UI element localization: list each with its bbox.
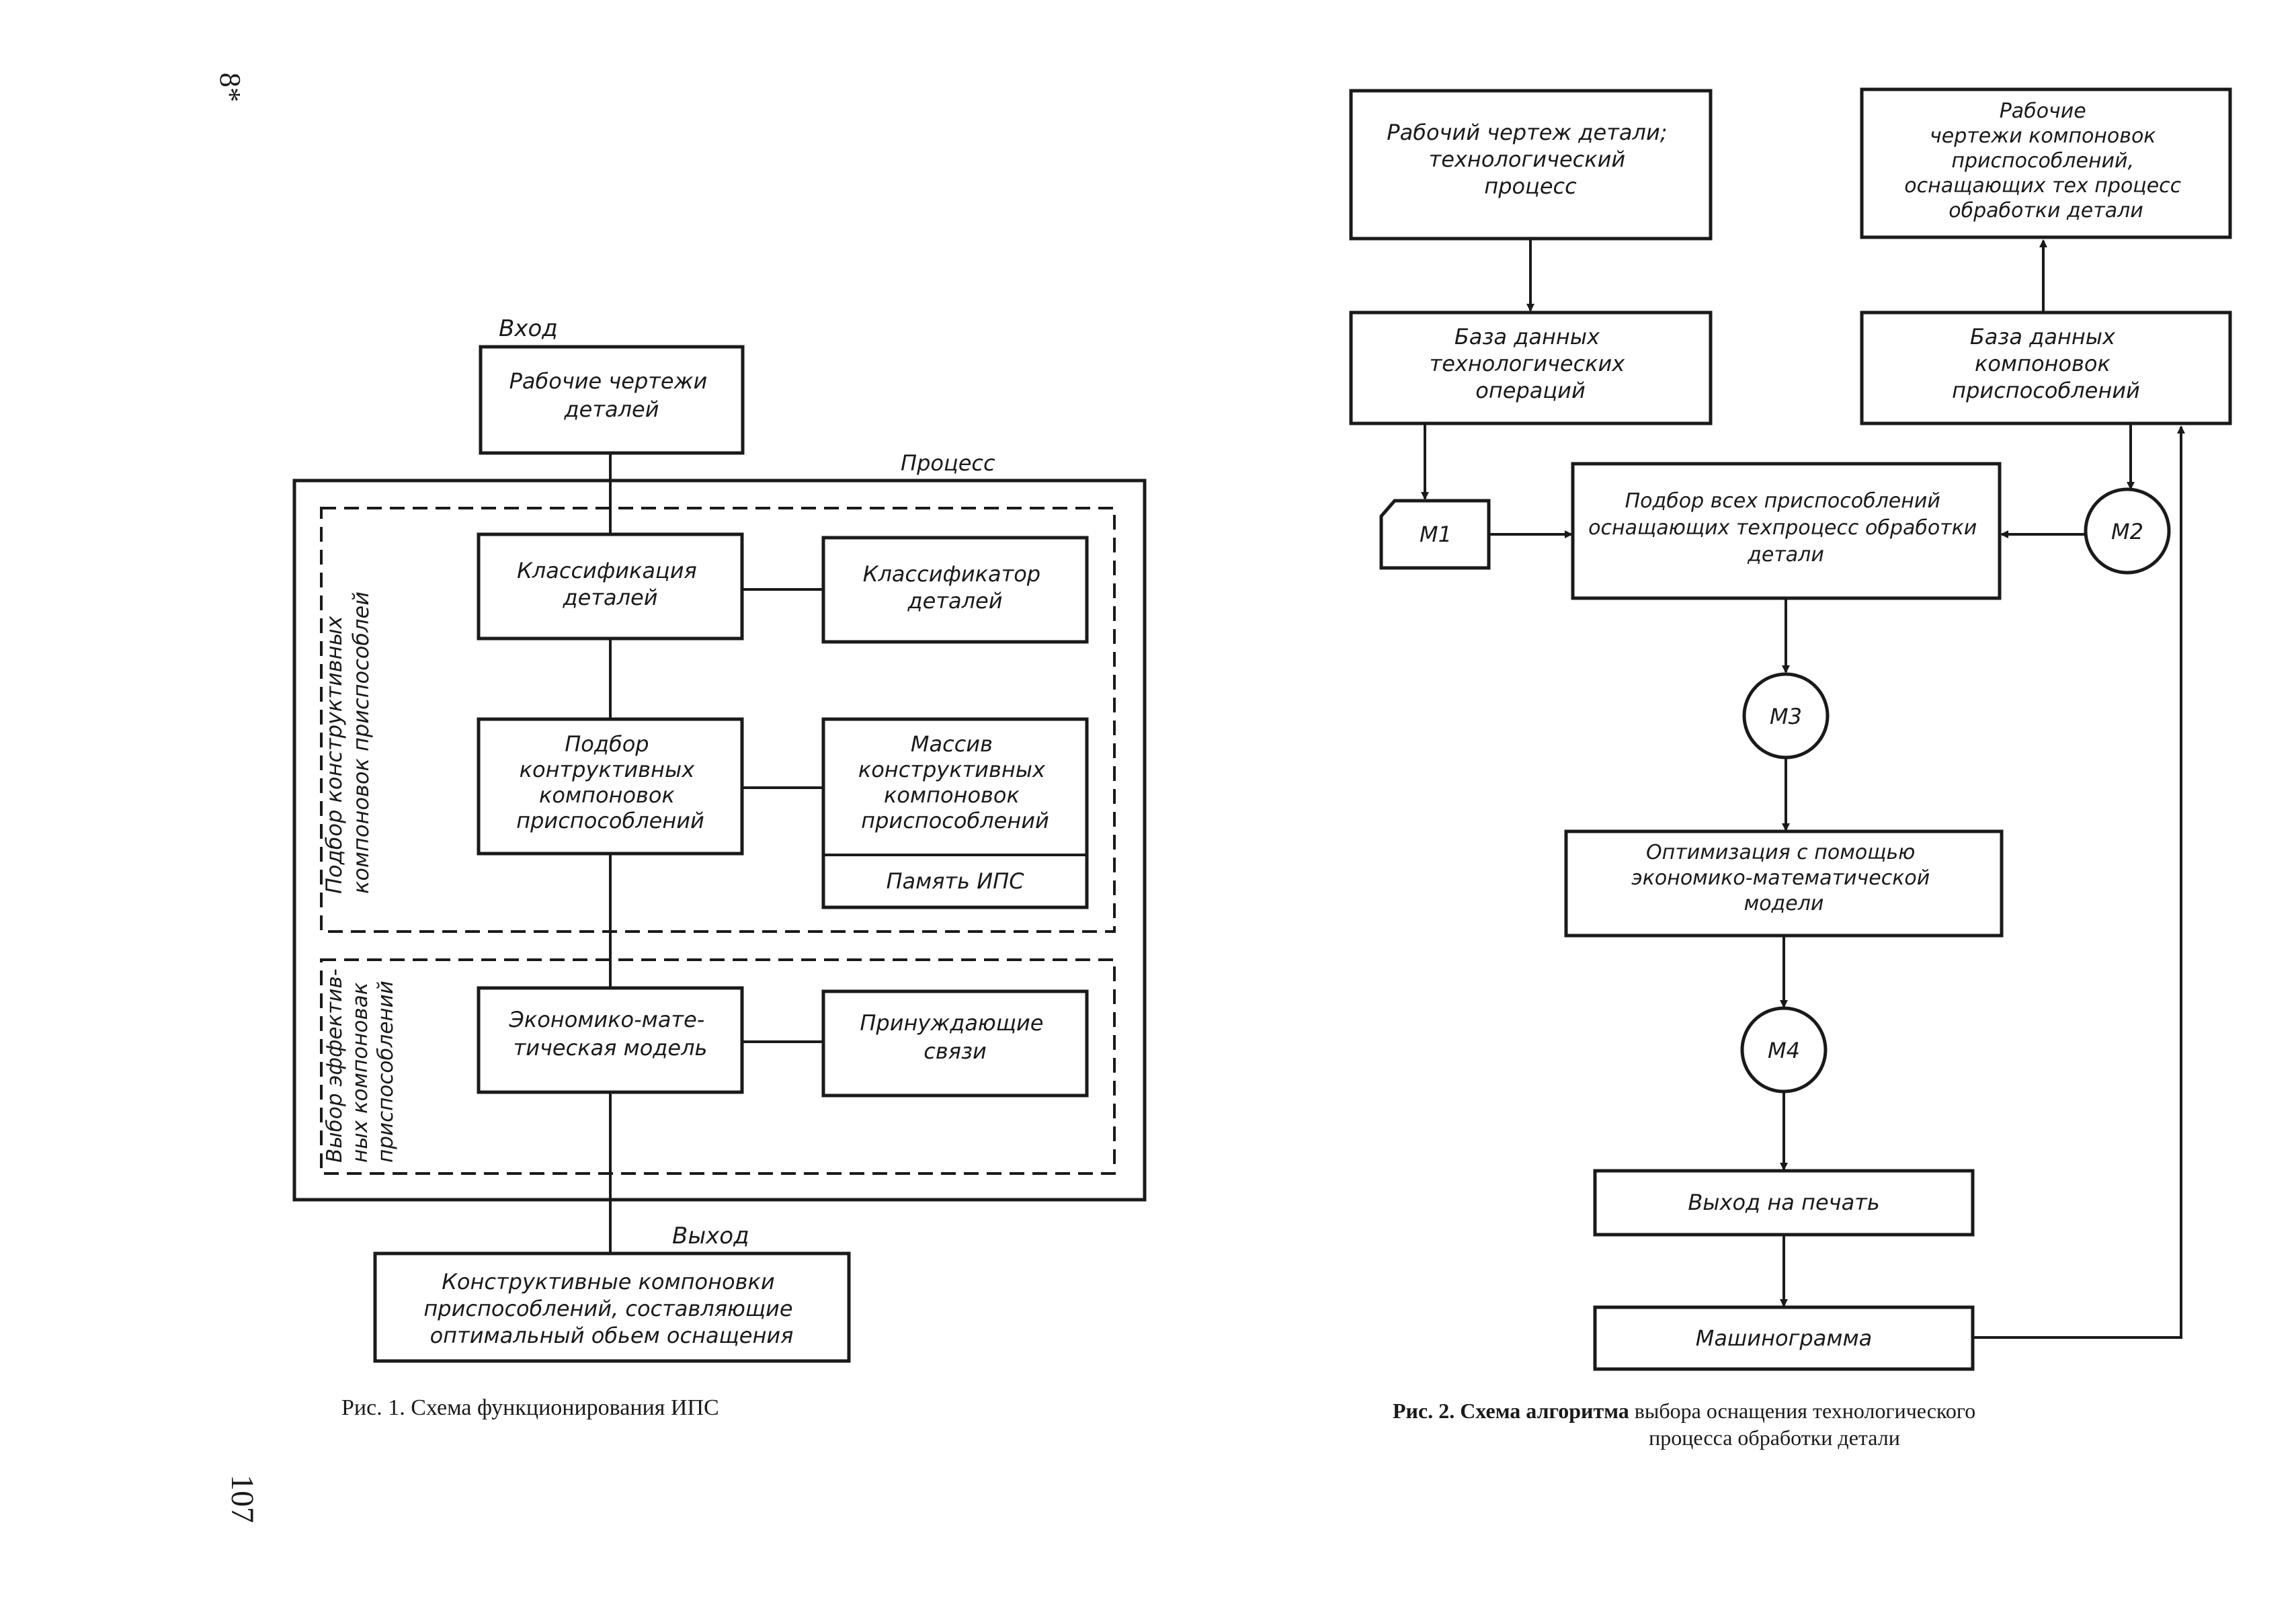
fig2-db-operations-box	[1349, 311, 1713, 425]
fig1-process-frame	[292, 479, 1147, 1202]
fig1-classification-text: Классификация деталей	[517, 558, 704, 610]
fig2-layout-drawings-text: Рабочие чертежи компоновок приспособлени…	[1904, 99, 2187, 222]
corner-mark: 8*	[214, 73, 247, 102]
fig2-m3-text: М3	[1770, 704, 1802, 729]
fig2-machinogram-text: Машинограмма	[1696, 1325, 1872, 1351]
fig2-db-layouts-text: База данных компоновок приспособлений	[1952, 324, 2140, 403]
fig1-constraints-box	[821, 989, 1089, 1098]
fig1-output-box	[373, 1251, 851, 1363]
fig2-drawing-text: Рабочий чертеж детали; технологический п…	[1387, 120, 1674, 199]
fig1-constraints-text: Принуждающие связи	[860, 1010, 1050, 1064]
fig1-group2-frame	[320, 958, 1116, 1175]
fig1-group2-label: Выбор эффектив- ных компоновак приспособ…	[323, 962, 398, 1163]
fig2-caption-line1: Рис. 2. Схема алгоритма выбора оснащения…	[1393, 1399, 1975, 1423]
fig2-feedback-line	[1973, 425, 2185, 1339]
fig1-group1-label: Подбор конструктивных компоновок приспос…	[321, 591, 374, 894]
fig2-selection-all-text: Подбор всех приспособлений оснащающих те…	[1588, 489, 1983, 567]
fig1-process-label: Процесс	[901, 450, 995, 476]
fig1-selection-box	[477, 717, 744, 856]
fig1-group1-frame	[320, 507, 1116, 933]
fig1-econ-model-text: Экономико-мате- тическая модель	[509, 1007, 712, 1061]
fig1-econ-model-box	[477, 986, 744, 1094]
fig1-selection-text: Подбор контруктивных компоновок приспосо…	[516, 731, 704, 833]
fig1-array-text: Массив конструктивных компоновок приспос…	[858, 731, 1052, 833]
page-number: 107	[224, 1475, 260, 1523]
fig2-db-operations-text: База данных технологических операций	[1430, 324, 1632, 403]
fig1-classification-box	[477, 532, 744, 641]
fig2-layout-drawings-box	[1860, 87, 2232, 239]
fig2-m2-text: М2	[2111, 519, 2143, 544]
fig2-m1-card	[1379, 499, 1491, 570]
fig1-input-label: Вход	[499, 315, 558, 342]
figure-1: Вход Рабочие чертежи деталей Процесс Под…	[292, 315, 1147, 1420]
fig2-m2-circle	[2084, 487, 2171, 575]
fig1-output-label: Выход	[672, 1223, 749, 1249]
fig2-optimization-text: Оптимизация с помощью экономико-математи…	[1631, 841, 1936, 915]
fig1-output-text: Конструктивные компоновки приспособлений…	[423, 1269, 799, 1348]
fig1-memory-text: Память ИПС	[886, 868, 1024, 894]
fig2-m1-text: М1	[1420, 522, 1452, 547]
fig1-array-box	[821, 717, 1089, 909]
fig1-input-box-text: Рабочие чертежи деталей	[509, 368, 714, 422]
figure-2: Рабочий чертеж детали; технологический п…	[1349, 87, 2232, 1450]
fig2-db-layouts-box	[1860, 311, 2232, 425]
fig1-classifier-text: Классификатор деталей	[863, 561, 1048, 614]
fig1-classifier-box	[821, 536, 1089, 644]
fig2-print-text: Выход на печать	[1688, 1190, 1879, 1215]
fig1-caption: Рис. 1. Схема функционирования ИПС	[341, 1395, 719, 1420]
fig2-m4-text: М4	[1768, 1038, 1800, 1063]
fig2-caption-line2: процесса обработки детали	[1649, 1426, 1900, 1450]
